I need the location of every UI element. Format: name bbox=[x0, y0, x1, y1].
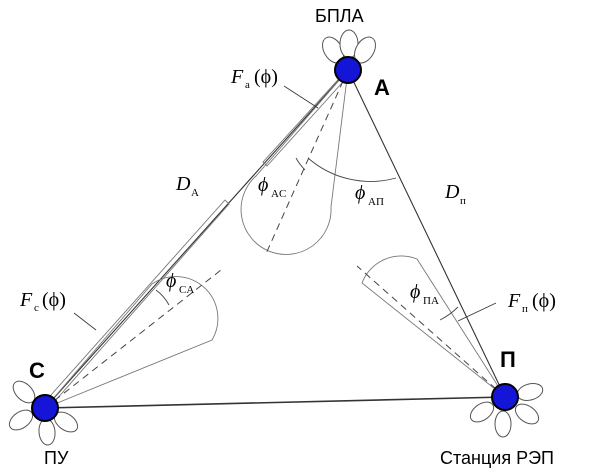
label-fa: F а (ϕ) bbox=[230, 66, 278, 91]
label-bpla: БПЛА bbox=[315, 6, 364, 26]
svg-text:AC: AC bbox=[271, 188, 286, 200]
label-fp: F п (ϕ) bbox=[507, 290, 556, 315]
svg-text:CA: CA bbox=[179, 284, 194, 296]
svg-text:ПА: ПА bbox=[423, 295, 439, 307]
svg-text:п: п bbox=[522, 303, 528, 315]
svg-text:(ϕ): (ϕ) bbox=[254, 66, 278, 88]
axis-a bbox=[264, 69, 349, 257]
vertex-c: С bbox=[29, 358, 45, 383]
svg-text:ϕ: ϕ bbox=[166, 270, 176, 292]
svg-text:а: а bbox=[245, 79, 250, 91]
svg-text:ϕ: ϕ bbox=[355, 182, 365, 204]
svg-text:ϕ: ϕ bbox=[258, 174, 268, 196]
lobe-c-to-a bbox=[44, 276, 219, 409]
arc-ac bbox=[295, 157, 306, 171]
lobe-p-to-a bbox=[361, 255, 506, 398]
svg-text:F: F bbox=[19, 289, 33, 311]
leader-fa bbox=[283, 85, 319, 109]
svg-text:F: F bbox=[507, 290, 521, 312]
label-angle-ac: ϕ AC bbox=[258, 174, 286, 200]
axis-p bbox=[356, 265, 506, 398]
leader-fp bbox=[457, 302, 497, 322]
antenna-icon-c bbox=[8, 380, 79, 446]
svg-text:F: F bbox=[230, 66, 244, 88]
label-dp: D п bbox=[444, 181, 466, 207]
label-station: Станция РЭП bbox=[440, 448, 554, 468]
beam-c-to-a bbox=[41, 199, 230, 411]
label-pu: ПУ bbox=[44, 448, 69, 468]
arc-ca bbox=[155, 289, 170, 306]
lobe-a-to-c bbox=[240, 68, 349, 255]
arc-ap bbox=[307, 157, 397, 182]
antenna-icon-p bbox=[469, 383, 544, 438]
side-cp bbox=[44, 396, 506, 409]
vertex-p: П bbox=[500, 347, 516, 372]
svg-text:D: D bbox=[175, 173, 191, 195]
antenna-icon-a bbox=[322, 29, 376, 84]
svg-text:A: A bbox=[191, 187, 199, 199]
label-angle-pa: ϕ ПА bbox=[410, 281, 439, 307]
leader-fc bbox=[73, 312, 97, 331]
label-fc: F с (ϕ) bbox=[19, 289, 66, 314]
side-da bbox=[44, 69, 349, 409]
label-angle-ca: ϕ CA bbox=[166, 270, 194, 296]
svg-text:АП: АП bbox=[368, 196, 384, 208]
svg-text:(ϕ): (ϕ) bbox=[532, 290, 556, 312]
svg-text:ϕ: ϕ bbox=[410, 281, 420, 303]
svg-text:(ϕ): (ϕ) bbox=[42, 289, 66, 311]
svg-text:D: D bbox=[444, 181, 460, 203]
vertex-a: А bbox=[374, 75, 390, 100]
axis-c bbox=[44, 269, 222, 409]
side-dp bbox=[347, 69, 506, 398]
svg-text:с: с bbox=[34, 302, 39, 314]
svg-text:п: п bbox=[460, 195, 466, 207]
beam-a-to-c bbox=[262, 71, 352, 167]
label-angle-ap: ϕ АП bbox=[355, 182, 384, 208]
arc-pa bbox=[439, 306, 459, 321]
label-da: D A bbox=[175, 173, 199, 199]
